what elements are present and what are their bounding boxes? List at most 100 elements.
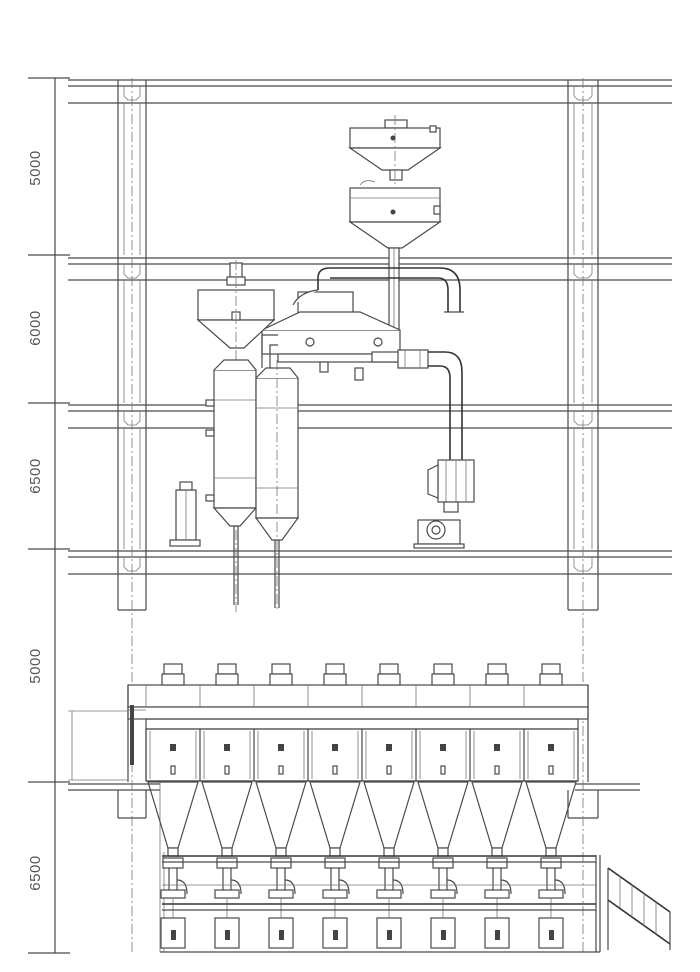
module-fitting (386, 765, 392, 775)
module-pipe (384, 868, 394, 892)
module-cap-base (485, 673, 509, 686)
module-fitting (224, 765, 230, 775)
module-pipe-bend (338, 879, 350, 895)
module-cap-base (269, 673, 293, 686)
module-conveyor-fitting (376, 889, 402, 899)
module-bin-detail (549, 930, 554, 940)
module-pipe-bend (554, 879, 566, 895)
module-pipe (222, 868, 232, 892)
module-valve (486, 857, 508, 869)
module-pipe (168, 868, 178, 892)
module-valve (162, 857, 184, 869)
module-pipe-bend (230, 879, 242, 895)
module-bin (322, 917, 348, 949)
module-bin-detail (387, 930, 392, 940)
module-cap (217, 663, 237, 675)
module-bin-detail (225, 930, 230, 940)
module-valve (216, 857, 238, 869)
module-cap-base (539, 673, 563, 686)
module-pipe-bend (176, 879, 188, 895)
module-hopper (363, 781, 415, 849)
module-fitting (548, 744, 554, 751)
module-outlet (167, 847, 179, 857)
dimension-label-1: 5000 (27, 150, 44, 185)
module-hopper (417, 781, 469, 849)
module-outlet (437, 847, 449, 857)
module-cap (379, 663, 399, 675)
module-pipe-bend (392, 879, 404, 895)
module-fitting (440, 744, 446, 751)
module-hopper (201, 781, 253, 849)
module-fitting (170, 744, 176, 751)
module-pipe (276, 868, 286, 892)
module-fitting (332, 744, 338, 751)
module-outlet (275, 847, 287, 857)
module-outlet (221, 847, 233, 857)
dimension-label-3: 6500 (27, 458, 44, 493)
building-structure (68, 78, 672, 955)
module-cap-base (215, 673, 239, 686)
conveying-line (397, 349, 475, 549)
module-cap (541, 663, 561, 675)
module-cap (271, 663, 291, 675)
module-cap (487, 663, 507, 675)
module-pipe (438, 868, 448, 892)
module-fitting (548, 765, 554, 775)
module-pipe (330, 868, 340, 892)
module-bin-detail (279, 930, 284, 940)
filter-modules (145, 663, 596, 949)
module-outlet (491, 847, 503, 857)
module-hopper (309, 781, 361, 849)
module-cap (433, 663, 453, 675)
module-conveyor-fitting (430, 889, 456, 899)
module-valve (540, 857, 562, 869)
module-valve (270, 857, 292, 869)
separator-unit (261, 267, 464, 381)
module-fitting (278, 765, 284, 775)
module-pipe (546, 868, 556, 892)
module-fitting (278, 744, 284, 751)
module-fitting (494, 765, 500, 775)
module-pipe-bend (284, 879, 296, 895)
module-valve (378, 857, 400, 869)
upper-hopper-stack (348, 115, 442, 340)
module-fitting (386, 744, 392, 751)
module-valve (432, 857, 454, 869)
dimension-chain: 5000 6000 6500 5000 6500 (27, 77, 70, 954)
module-outlet (545, 847, 557, 857)
module-conveyor-fitting (484, 889, 510, 899)
module-cap-base (323, 673, 347, 686)
module-hopper (147, 781, 199, 849)
module-bin-detail (171, 930, 176, 940)
module-hopper (255, 781, 307, 849)
module-fitting (440, 765, 446, 775)
module-conveyor-fitting (214, 889, 240, 899)
module-bin-detail (495, 930, 500, 940)
module-fitting (224, 744, 230, 751)
module-bin-detail (333, 930, 338, 940)
module-hopper (471, 781, 523, 849)
module-bin-detail (441, 930, 446, 940)
access-stair (595, 855, 671, 952)
module-cap (325, 663, 345, 675)
dimension-label-5: 6500 (27, 855, 44, 890)
module-fitting (494, 744, 500, 751)
module-cap-base (431, 673, 455, 686)
module-conveyor-fitting (322, 889, 348, 899)
module-fitting (332, 765, 338, 775)
module-conveyor-fitting (160, 889, 186, 899)
module-conveyor-fitting (538, 889, 564, 899)
module-pipe-bend (500, 879, 512, 895)
module-pipe (492, 868, 502, 892)
module-conveyor-fitting (268, 889, 294, 899)
module-outlet (383, 847, 395, 857)
module-cap (163, 663, 183, 675)
dimension-label-2: 6000 (27, 310, 44, 345)
dimension-label-4: 5000 (27, 648, 44, 683)
module-valve (324, 857, 346, 869)
module-pipe-bend (446, 879, 458, 895)
module-cap-base (161, 673, 185, 686)
module-cap-base (377, 673, 401, 686)
module-outlet (329, 847, 341, 857)
